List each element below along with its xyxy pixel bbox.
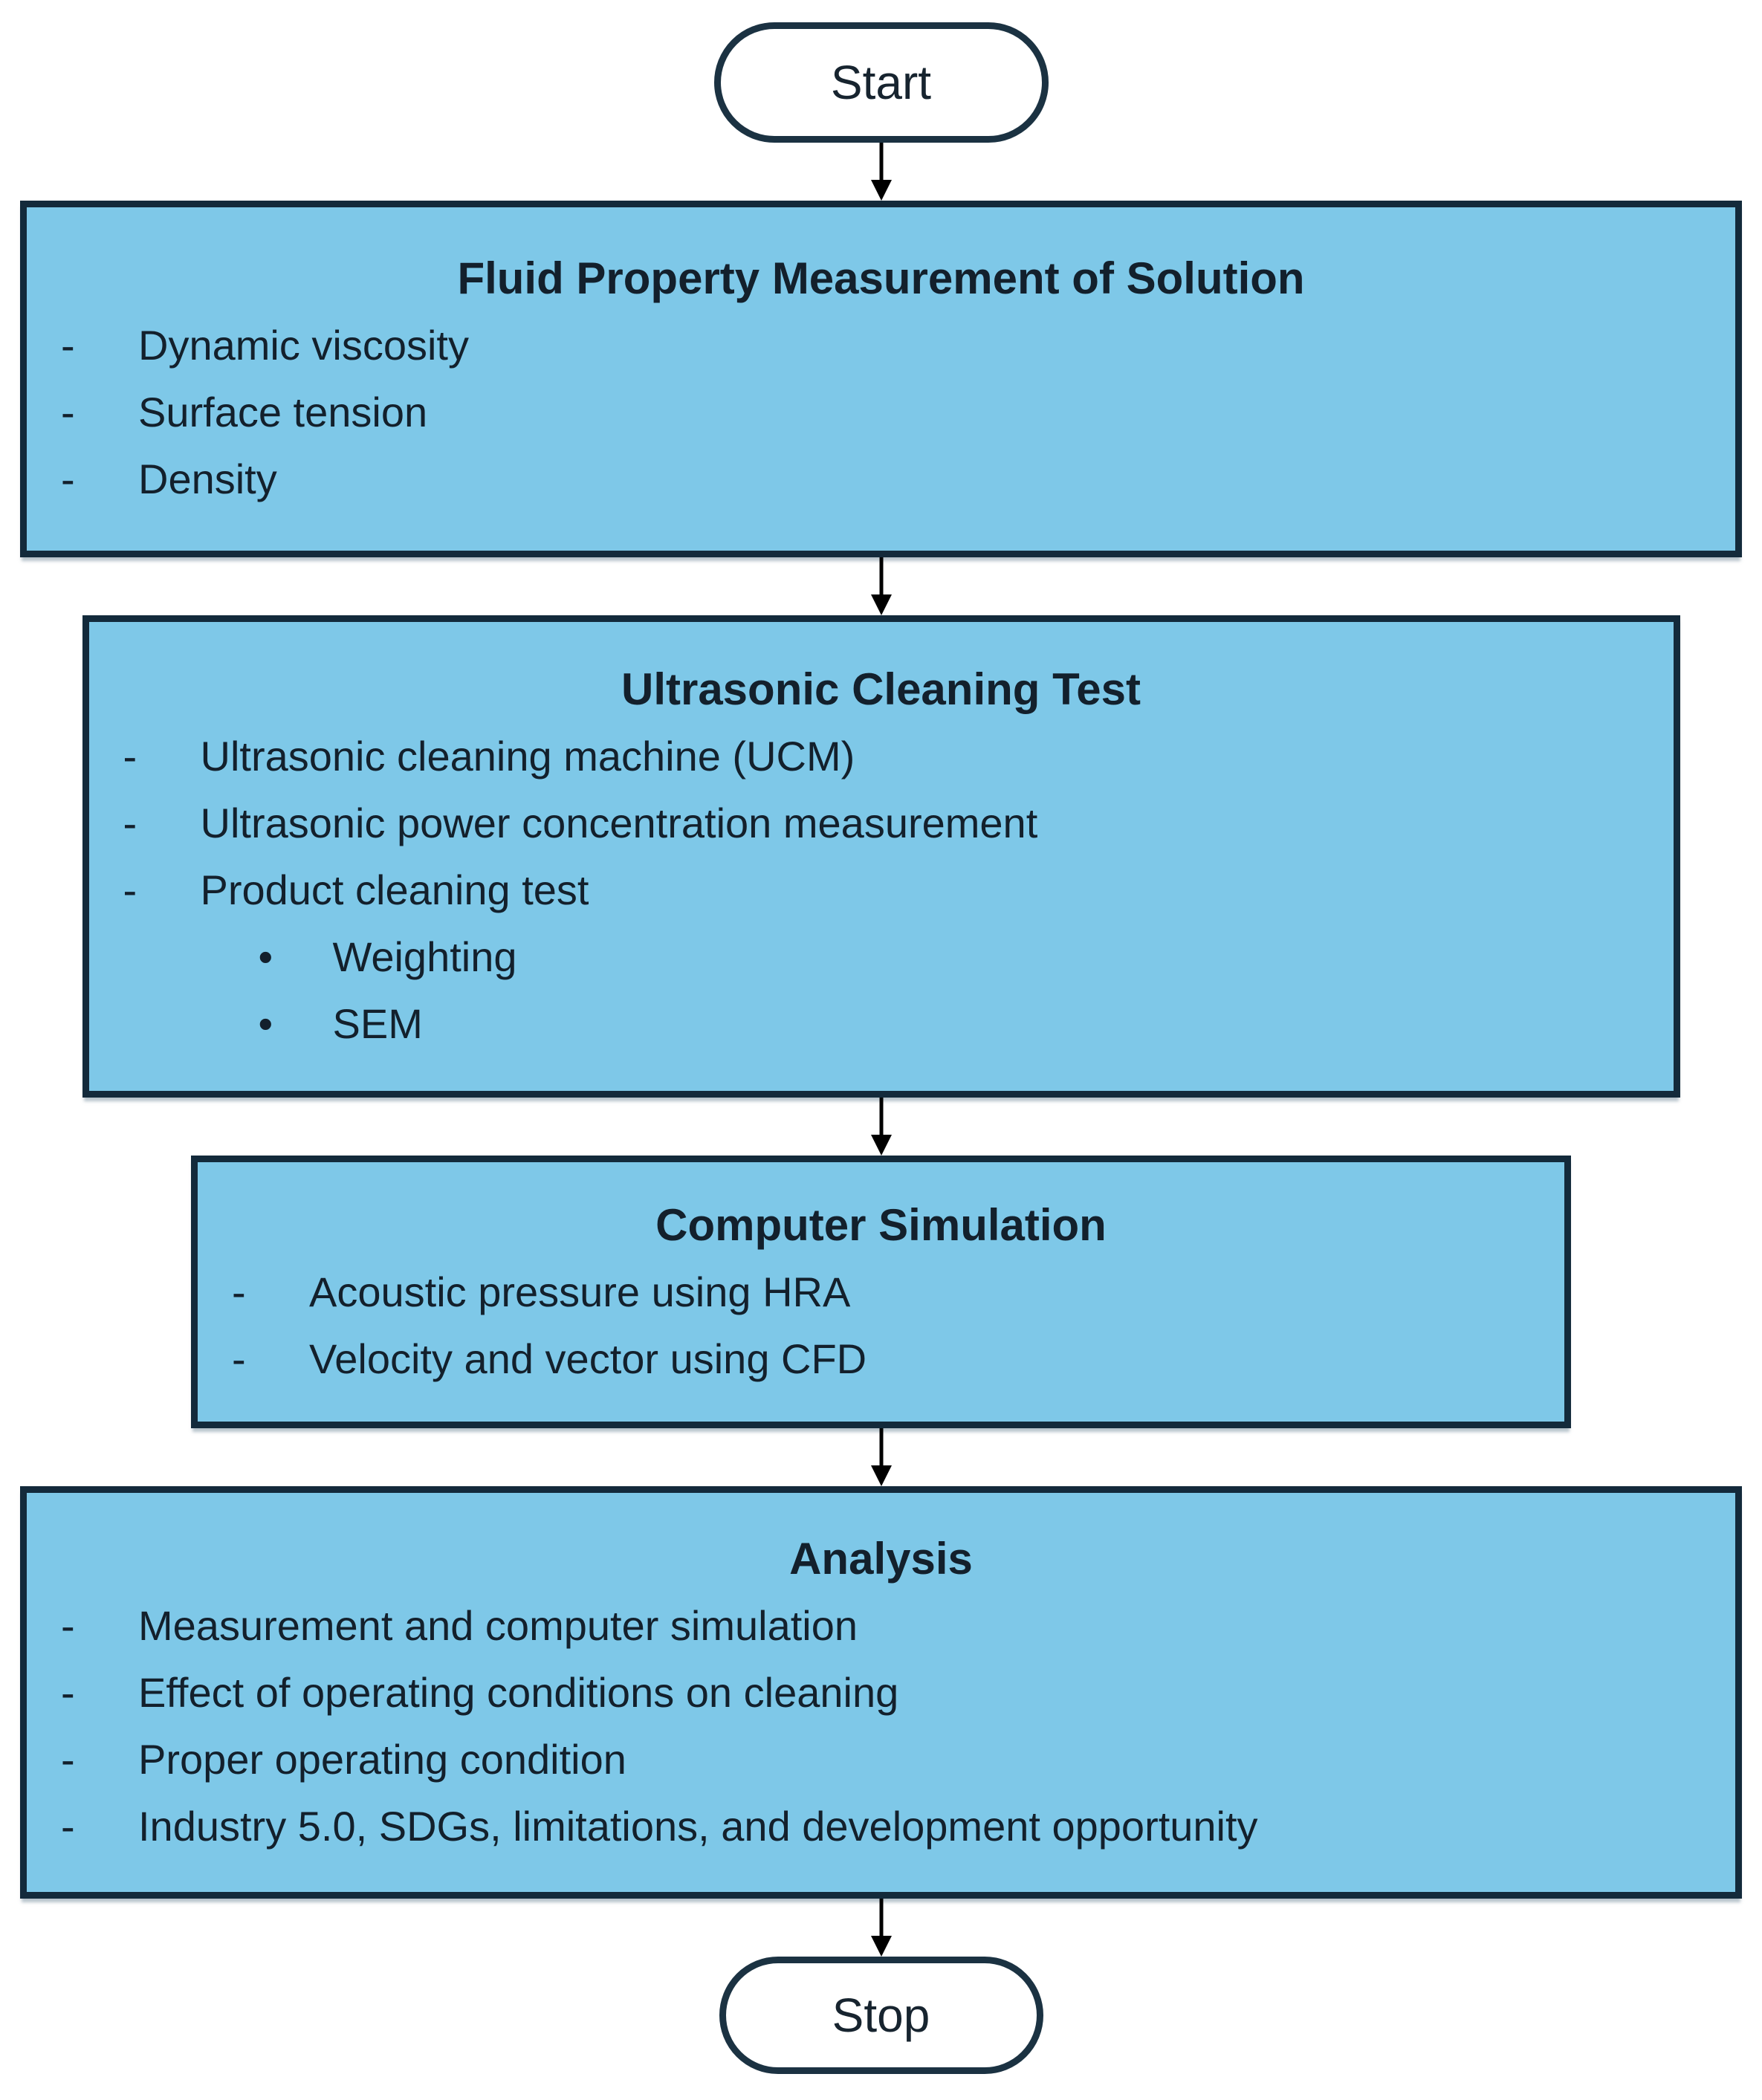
bullet-marker: • — [258, 933, 273, 980]
box-item: - Density — [27, 446, 1735, 513]
dash-marker: - — [61, 389, 75, 435]
item-text: Acoustic pressure using HRA — [309, 1268, 851, 1315]
box-item: - Ultrasonic power concentration measurem… — [89, 790, 1674, 857]
box-item: - Product cleaning test — [89, 857, 1674, 924]
item-text: Proper operating condition — [138, 1735, 626, 1783]
item-text: Effect of operating conditions on cleani… — [138, 1668, 899, 1716]
dash-marker: - — [61, 1802, 75, 1850]
process-box-analysis: Analysis - Measurement and computer simula… — [20, 1486, 1742, 1899]
box-title: Ultrasonic Cleaning Test — [621, 664, 1141, 714]
process-box-ultrasonic-cleaning-test: Ultrasonic Cleaning Test - Ultrasonic clea… — [82, 615, 1680, 1098]
dash-marker: - — [123, 799, 137, 846]
item-text: Ultrasonic power concentration measureme… — [200, 799, 1038, 846]
process-box-computer-simulation: Computer Simulation - Acoustic pressure us… — [191, 1156, 1571, 1428]
dash-marker: - — [232, 1268, 246, 1315]
dash-marker: - — [123, 866, 137, 913]
start-node: Start — [713, 22, 1049, 143]
item-text: Measurement and computer simulation — [138, 1601, 858, 1649]
item-text: Product cleaning test — [200, 866, 589, 913]
box-title: Analysis — [789, 1533, 973, 1584]
box-item: - Proper operating condition — [27, 1726, 1735, 1793]
item-text: Surface tension — [138, 389, 428, 435]
arrow-down-icon — [865, 1899, 898, 1957]
bullet-marker: • — [258, 999, 273, 1047]
dash-marker: - — [61, 1668, 75, 1716]
dash-marker: - — [61, 1601, 75, 1649]
dash-marker: - — [123, 732, 137, 780]
arrow-down-icon — [865, 1428, 898, 1486]
process-box-fluid-property-measurement: Fluid Property Measurement of Solution - D… — [20, 201, 1742, 557]
box-item: - Measurement and computer simulation — [27, 1592, 1735, 1659]
box-item: • SEM — [89, 991, 1674, 1057]
box-item: - Velocity and vector using CFD — [198, 1326, 1564, 1393]
item-text: Velocity and vector using CFD — [309, 1335, 867, 1382]
item-text: SEM — [332, 999, 423, 1047]
arrow-down-icon — [865, 143, 898, 201]
arrow-down-icon — [865, 1098, 898, 1156]
box-title: Computer Simulation — [655, 1199, 1107, 1250]
stop-label: Stop — [832, 1989, 930, 2042]
box-item: - Acoustic pressure using HRA — [198, 1259, 1564, 1326]
box-item: - Ultrasonic cleaning machine (UCM) — [89, 723, 1674, 790]
item-text: Weighting — [332, 933, 517, 980]
item-text: Density — [138, 456, 277, 502]
dash-marker: - — [61, 1735, 75, 1783]
box-item: - Industry 5.0, SDGs, limitations, and de… — [27, 1793, 1735, 1860]
box-title: Fluid Property Measurement of Solution — [457, 253, 1305, 303]
item-text: Industry 5.0, SDGs, limitations, and dev… — [138, 1802, 1258, 1850]
start-label: Start — [830, 56, 932, 109]
box-item: • Weighting — [89, 924, 1674, 991]
item-text: Dynamic viscosity — [138, 322, 469, 369]
box-item: - Dynamic viscosity — [27, 312, 1735, 379]
arrow-down-icon — [865, 557, 898, 615]
box-item: - Effect of operating conditions on clean… — [27, 1659, 1735, 1726]
item-text: Ultrasonic cleaning machine (UCM) — [200, 732, 855, 780]
stop-node: Stop — [719, 1957, 1043, 2074]
dash-marker: - — [61, 456, 75, 502]
dash-marker: - — [61, 322, 75, 369]
box-item: - Surface tension — [27, 379, 1735, 446]
dash-marker: - — [232, 1335, 246, 1382]
